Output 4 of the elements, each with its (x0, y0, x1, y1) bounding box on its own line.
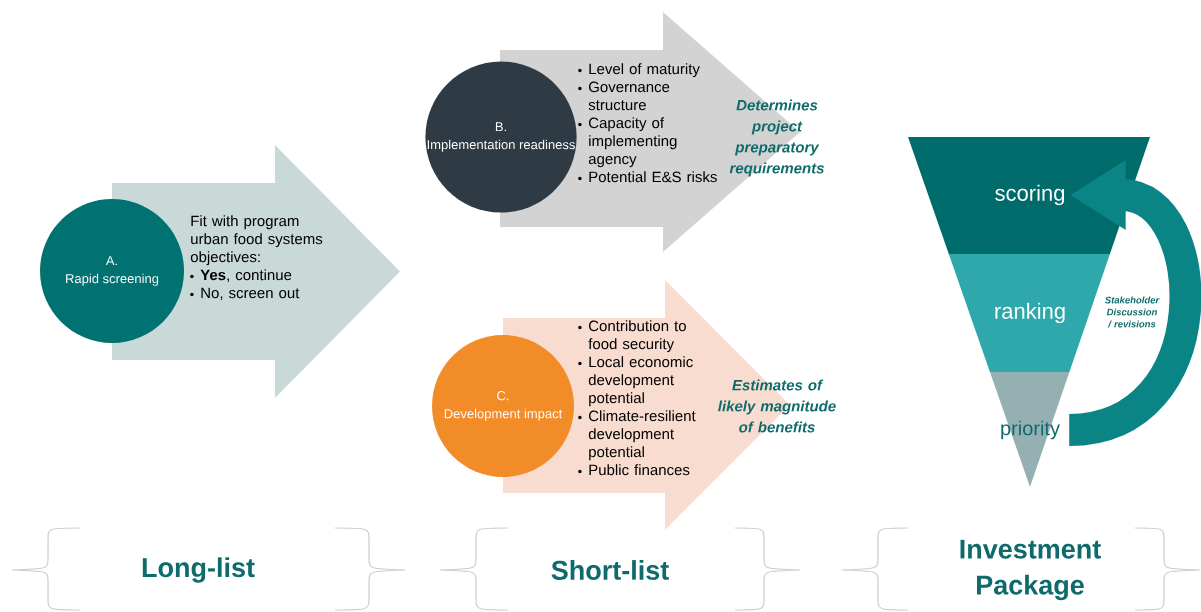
funnel-band: scoring (908, 137, 1150, 254)
stage-label: Long-list (142, 557, 255, 583)
stage-label: Short-list (551, 560, 669, 580)
stage-label: Investment Package (960, 539, 1101, 601)
